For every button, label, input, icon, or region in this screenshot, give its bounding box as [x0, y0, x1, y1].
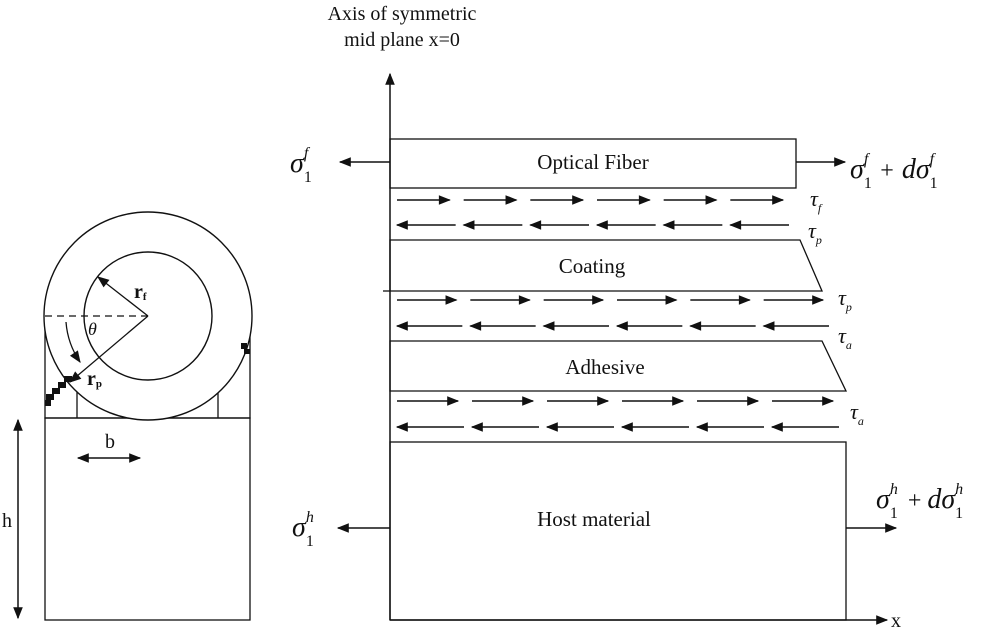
longitudinal-section: Axis of symmetric mid plane x=0 x Optica…	[290, 3, 963, 628]
tau-a-lower-label: τa	[850, 399, 864, 428]
tau-p-lower-label: τp	[838, 285, 852, 314]
sigma-h-right: σ1h+dσ1h	[876, 481, 963, 522]
rp-arrow	[69, 315, 149, 383]
coating-layer-label: Coating	[559, 254, 626, 278]
h-label: h	[2, 510, 12, 532]
adhesive-layer	[389, 340, 848, 392]
axis-title-line2: mid plane x=0	[344, 29, 460, 51]
sigma-f-left: σ1f	[290, 145, 312, 186]
rp-label: rp	[87, 368, 102, 390]
sigma-h-left: σ1h	[292, 509, 314, 550]
rf-arrow	[97, 276, 149, 317]
host-layer	[389, 441, 847, 621]
tau-f-label: τf	[810, 186, 823, 215]
b-label: b	[105, 431, 115, 453]
rf-label: rf	[134, 281, 147, 303]
axis-title-line1: Axis of symmetric	[328, 3, 477, 25]
shear-arrow-rows	[395, 195, 839, 432]
x-axis-label: x	[891, 610, 901, 628]
bond-marks-left	[45, 376, 72, 406]
coating-layer	[389, 239, 823, 292]
bond-marks-right	[241, 343, 250, 354]
theta-label: θ	[88, 319, 97, 339]
host-layer-label: Host material	[537, 507, 651, 531]
host-cross-section	[44, 417, 251, 621]
tau-p-upper-label: τp	[808, 218, 822, 247]
tau-a-upper-label: τa	[838, 323, 852, 352]
sigma-f-right: σ1f+dσ1f	[850, 151, 938, 192]
fiber-layer-label: Optical Fiber	[537, 150, 648, 174]
fiber-layer	[389, 138, 797, 189]
cross-section: rf rp θ b h	[2, 211, 253, 621]
adhesive-layer-label: Adhesive	[565, 355, 644, 379]
theta-arc	[65, 321, 81, 363]
